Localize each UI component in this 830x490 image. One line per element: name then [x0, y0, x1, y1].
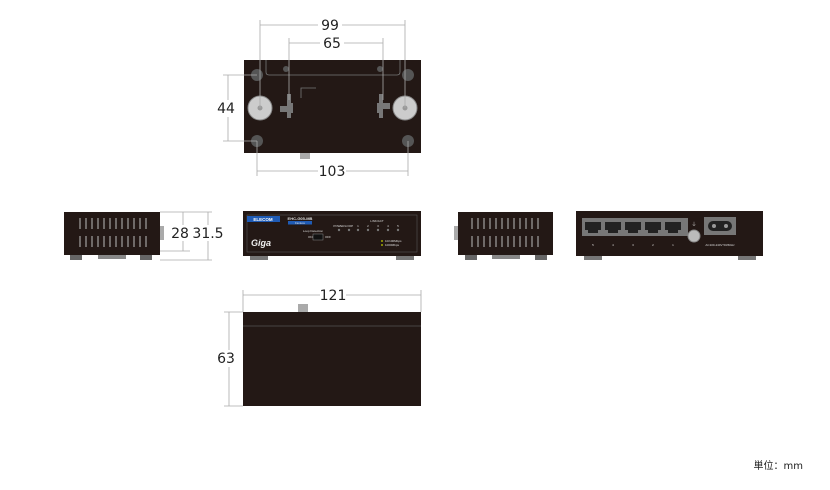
screw-icon: [283, 66, 289, 72]
led-legend-icon: [381, 244, 383, 246]
dim-99: 99: [321, 18, 339, 34]
ground-terminal-icon: [300, 153, 310, 159]
switch-on-label: ON: [308, 235, 313, 239]
bottom-body: [243, 312, 421, 406]
foot-icon: [738, 256, 756, 260]
right-side-view: [454, 212, 553, 260]
vent-slots: [79, 218, 147, 247]
power-inlet-socket: [708, 221, 732, 231]
top-view-body: [244, 60, 421, 153]
port-label: 2: [652, 243, 654, 247]
label-bg: [194, 225, 222, 241]
keyhole-mount-icon: [377, 94, 390, 118]
dim-121: 121: [320, 288, 347, 304]
foot-icon: [584, 256, 602, 260]
brand-label: ELECOM: [253, 217, 273, 222]
ground-symbol-icon: ⏚: [691, 221, 696, 228]
top-dimensions: 99 65 44 103: [217, 18, 409, 180]
led-legend-icon: [381, 240, 383, 242]
port-label: 4: [612, 243, 614, 247]
foot-icon: [250, 256, 268, 260]
side-body: [458, 212, 553, 255]
power-pin-icon: [724, 224, 728, 228]
magnet-icon: [492, 255, 520, 259]
dim-103: 103: [319, 164, 346, 180]
rj45-port[interactable]: [625, 222, 641, 233]
bottom-view: 121 63: [217, 288, 422, 407]
led-indicators: [337, 228, 400, 232]
speed-legend-2: 1000Mbps: [385, 243, 400, 247]
label-outline: [300, 87, 316, 98]
giga-logo: Giga: [251, 238, 271, 248]
loop-detection-label: Loop Detection: [303, 229, 324, 233]
port-label: 5: [592, 243, 594, 247]
foot-icon: [535, 255, 547, 260]
dim-28: 28: [171, 226, 189, 242]
top-view: [244, 60, 421, 159]
power-rating-label: AC100-240V 50/60Hz: [705, 243, 735, 247]
speed-legend-1: 10/100Mbps: [385, 239, 402, 243]
link-act-label: LINK/ACT: [370, 219, 384, 223]
brand-badge: [247, 216, 280, 222]
foot-icon: [140, 255, 152, 260]
ground-terminal-icon: [454, 226, 458, 240]
rj45-ports: [585, 222, 681, 233]
dim-65: 65: [323, 36, 341, 52]
foot-icon: [70, 255, 82, 260]
led-power-label: POWER: [333, 224, 345, 228]
model-sub-badge: [288, 221, 312, 225]
rj45-port[interactable]: [605, 222, 621, 233]
model-sub-label: Fanless: [295, 221, 305, 225]
left-side-view: 28 31.5: [64, 211, 224, 261]
front-bezel: [246, 214, 418, 253]
led-port-label: 3: [377, 224, 379, 228]
ground-terminal-icon: [298, 304, 308, 312]
led-loop-label: LOOP: [345, 224, 353, 228]
vent-slots: [471, 218, 539, 247]
top-view-recess: [265, 60, 401, 76]
led-port-label: 2: [367, 224, 369, 228]
foot-icon: [465, 255, 477, 260]
switch-off-label: OFF: [325, 235, 331, 239]
port-label: 1: [672, 243, 674, 247]
back-view: 5 4 3 2 1 ⏚ AC100-240V 50/60Hz: [576, 211, 763, 260]
power-pin-icon: [712, 224, 716, 228]
port-label: 3: [632, 243, 634, 247]
led-port-label: 1: [357, 224, 359, 228]
dim-31-5: 31.5: [192, 226, 223, 242]
dim-63: 63: [217, 351, 235, 367]
led-port-label: 4: [387, 224, 389, 228]
front-view: ELECOM EHC-G05-MB Fanless Giga Loop Dete…: [243, 211, 421, 260]
ground-terminal-icon: [160, 226, 164, 240]
rj45-port[interactable]: [645, 222, 661, 233]
ground-terminal-icon: [687, 229, 701, 243]
led-port-label: 5: [397, 224, 399, 228]
foot-icon: [402, 69, 414, 81]
loop-detection-switch[interactable]: [312, 233, 324, 241]
magnet-icon: [98, 255, 126, 259]
unit-label: 単位：mm: [754, 459, 803, 472]
keyhole-mount-icon: [280, 94, 293, 118]
foot-icon: [396, 256, 414, 260]
dim-44: 44: [217, 101, 235, 117]
screw-icon: [377, 66, 383, 72]
label-bg: [171, 225, 190, 241]
model-label: EHC-G05-MB: [288, 216, 313, 221]
rj45-port[interactable]: [665, 222, 681, 233]
rj45-port[interactable]: [585, 222, 601, 233]
